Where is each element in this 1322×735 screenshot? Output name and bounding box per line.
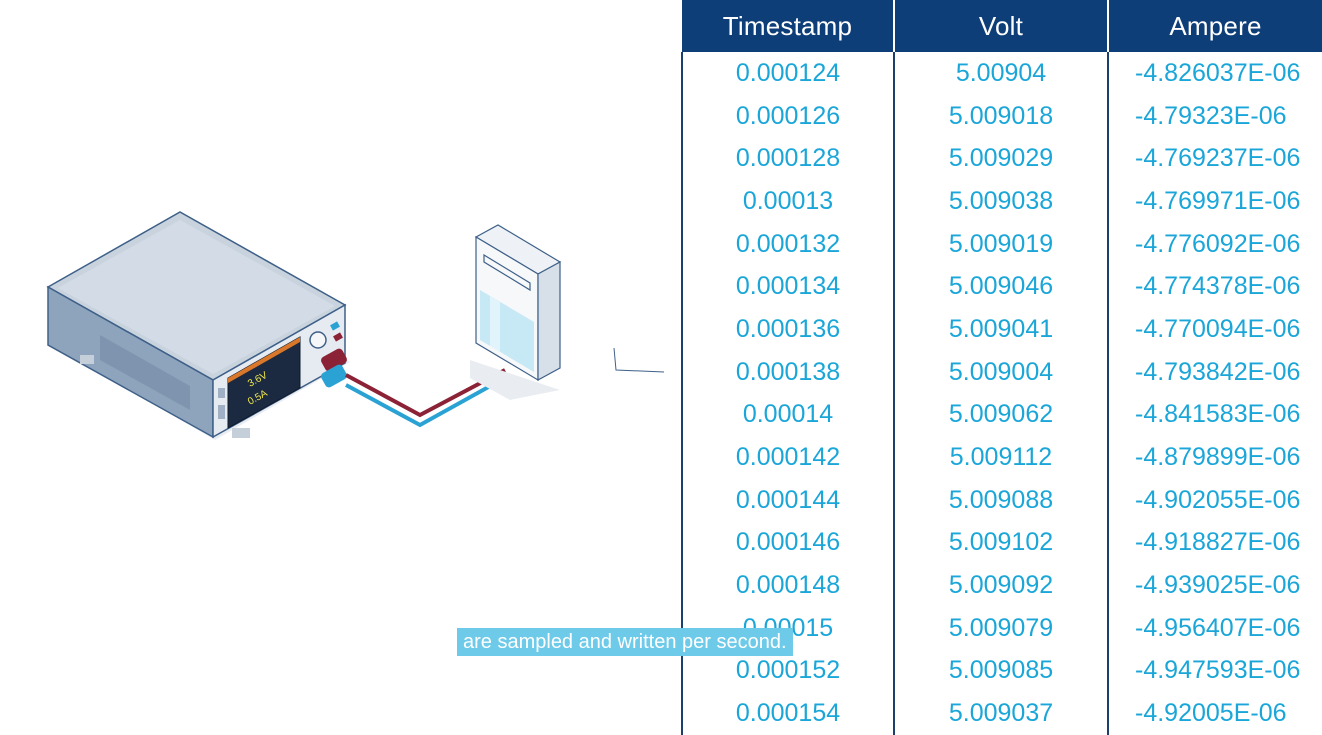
ampere-cell: -4.92005E-06	[1107, 692, 1322, 735]
timestamp-cell: 0.00014	[681, 393, 894, 437]
volt-cell: 5.009085	[893, 649, 1108, 693]
ampere-cell: -4.79323E-06	[1107, 94, 1322, 138]
ampere-cell: -4.776092E-06	[1107, 222, 1322, 266]
ampere-cell: -4.826037E-06	[1107, 52, 1322, 95]
timestamp-cell: 0.000154	[681, 692, 894, 735]
volt-cell: 5.009004	[893, 350, 1108, 394]
timestamp-cell: 0.000136	[681, 308, 894, 351]
volt-cell: 5.009112	[893, 436, 1108, 479]
ampere-cell: -4.770094E-06	[1107, 308, 1322, 351]
volt-cell: 5.009046	[893, 265, 1108, 309]
subtitle-caption: are sampled and written per second.	[457, 628, 793, 656]
header-timestamp: Timestamp	[682, 0, 894, 52]
ampere-cell: -4.879899E-06	[1107, 436, 1322, 479]
volt-cell: 5.009062	[893, 393, 1108, 437]
timestamp-cell: 0.000124	[681, 52, 894, 95]
table-header-row: Timestamp Volt Ampere	[682, 0, 1322, 52]
instrument-illustration: 3.6V 0.5A	[46, 211, 665, 440]
timestamp-cell: 0.000132	[681, 222, 894, 266]
volt-cell: 5.009092	[893, 564, 1108, 607]
volt-cell: 5.009102	[893, 521, 1108, 565]
volt-cell: 5.009088	[893, 478, 1108, 522]
timestamp-cell: 0.000126	[681, 94, 894, 138]
ampere-cell: -4.918827E-06	[1107, 521, 1322, 565]
header-ampere: Ampere	[1107, 0, 1322, 52]
volt-cell: 5.009041	[893, 308, 1108, 351]
red-cable	[345, 368, 506, 418]
device-under-test	[474, 224, 562, 382]
timestamp-cell: 0.000144	[681, 478, 894, 522]
timestamp-cell: 0.000146	[681, 521, 894, 565]
timestamp-cell: 0.000152	[681, 649, 894, 693]
device-shadow	[470, 360, 560, 400]
ampere-cell: -4.774378E-06	[1107, 265, 1322, 309]
power-supply-unit	[46, 211, 347, 439]
ampere-cell: -4.902055E-06	[1107, 478, 1322, 522]
timestamp-cell: 0.00013	[681, 180, 894, 223]
volt-cell: 5.009038	[893, 180, 1108, 223]
ampere-cell: -4.956407E-06	[1107, 606, 1322, 650]
ampere-cell: -4.793842E-06	[1107, 350, 1322, 394]
ampere-cell: -4.939025E-06	[1107, 564, 1322, 607]
header-volt: Volt	[893, 0, 1108, 52]
volt-cell: 5.009018	[893, 94, 1108, 138]
ampere-cell: -4.769971E-06	[1107, 180, 1322, 223]
ampere-cell: -4.947593E-06	[1107, 649, 1322, 693]
timestamp-cell: 0.000134	[681, 265, 894, 309]
ampere-cell: -4.769237E-06	[1107, 137, 1322, 181]
volt-cell: 5.00904	[893, 52, 1108, 95]
blue-cable	[345, 373, 511, 428]
timestamp-cell: 0.000142	[681, 436, 894, 479]
volt-cell: 5.009037	[893, 692, 1108, 735]
volt-cell: 5.009079	[893, 606, 1108, 650]
timestamp-cell: 0.000148	[681, 564, 894, 607]
timestamp-cell: 0.000128	[681, 137, 894, 181]
volt-cell: 5.009019	[893, 222, 1108, 266]
volt-cell: 5.009029	[893, 137, 1108, 181]
connector-line	[613, 347, 665, 373]
ampere-cell: -4.841583E-06	[1107, 393, 1322, 437]
timestamp-cell: 0.000138	[681, 350, 894, 394]
